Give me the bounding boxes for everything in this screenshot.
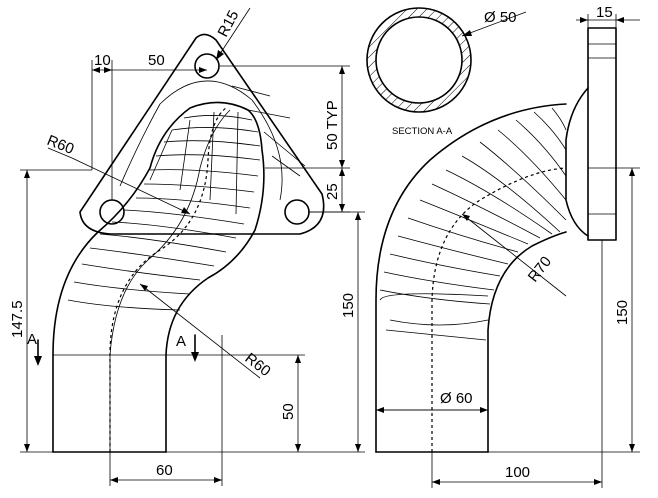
dim-r15: R15: [215, 8, 251, 61]
section-marker-left: A: [27, 331, 42, 366]
pipe-outer-right: [165, 109, 265, 453]
flange-outline: [79, 33, 325, 235]
dim-bottom-width: 60: [109, 335, 223, 486]
dim-offset-width: 100: [431, 240, 603, 488]
bolt-hole-top: [194, 53, 220, 79]
dim-overall-height-right: 150: [340, 293, 357, 318]
dim-section-dia: Ø 50: [461, 9, 527, 37]
side-center-dotted: [431, 167, 567, 452]
dim-top-flange: 10 50: [91, 52, 207, 200]
dim-bottom-width-value: 60: [156, 462, 173, 479]
front-view: 10 50 R15 50 TYP 25 R60: [9, 8, 365, 486]
side-flange: [587, 27, 617, 241]
dim-offset-width-value: 100: [505, 464, 530, 481]
section-caption: SECTION A-A: [392, 126, 453, 137]
side-hub: [565, 87, 589, 237]
dim-side-height: 150: [488, 167, 640, 453]
section-marker-left-label: A: [27, 331, 37, 348]
flange-inner-rim: [159, 80, 283, 201]
dim-flange-thickness-value: 15: [596, 4, 613, 21]
dim-flange-offset: 10: [94, 52, 111, 69]
dim-bolt-offset: 25: [324, 183, 341, 200]
pipe-outer-left: [52, 101, 249, 453]
dim-overall-right: 150: [166, 211, 365, 453]
side-elbow-outer: [375, 103, 567, 453]
pipe-hidden-left: [109, 109, 231, 452]
dim-bolt-spacing-typ: 50 TYP: [324, 100, 341, 150]
side-view: 15 R70 Ø 60 150: [375, 4, 640, 488]
dim-radius-upper: R60: [45, 132, 77, 158]
dim-straight-length-value: 50: [280, 403, 297, 420]
side-segment-lines: [379, 107, 567, 341]
bolt-hole-right: [284, 199, 310, 225]
dim-side-height-value: 150: [614, 300, 631, 325]
section-marker-right-label: A: [176, 333, 186, 350]
dim-radius-lower: R60: [242, 350, 274, 380]
bolt-hole-left: [99, 199, 125, 225]
side-elbow-inner: [487, 231, 567, 453]
section-marker-right: A: [176, 333, 199, 362]
dim-straight-length: 50: [53, 354, 305, 452]
dim-r60-lower: R60: [139, 283, 274, 380]
dim-pipe-dia: Ø 60: [376, 390, 488, 413]
section-inner: [375, 16, 463, 104]
pipe-segment-lines: [67, 111, 261, 311]
dim-radius-flange-corner: R15: [215, 8, 243, 40]
dim-pipe-dia-value: Ø 60: [440, 390, 473, 407]
dim-section-dia-value: Ø 50: [484, 9, 517, 26]
dim-bend-radius: R70: [461, 213, 567, 297]
dim-flange-width: 50: [148, 52, 165, 69]
dim-overall-height-left: 147.5: [9, 300, 26, 338]
section-a-a: Ø 50 SECTION A-A: [366, 7, 527, 137]
pipe-center-dotted: [109, 107, 227, 452]
dim-bend-radius-value: R70: [525, 253, 555, 285]
dim-overall-left: 147.5: [9, 169, 92, 453]
dim-flange-thickness: 15: [576, 4, 640, 28]
